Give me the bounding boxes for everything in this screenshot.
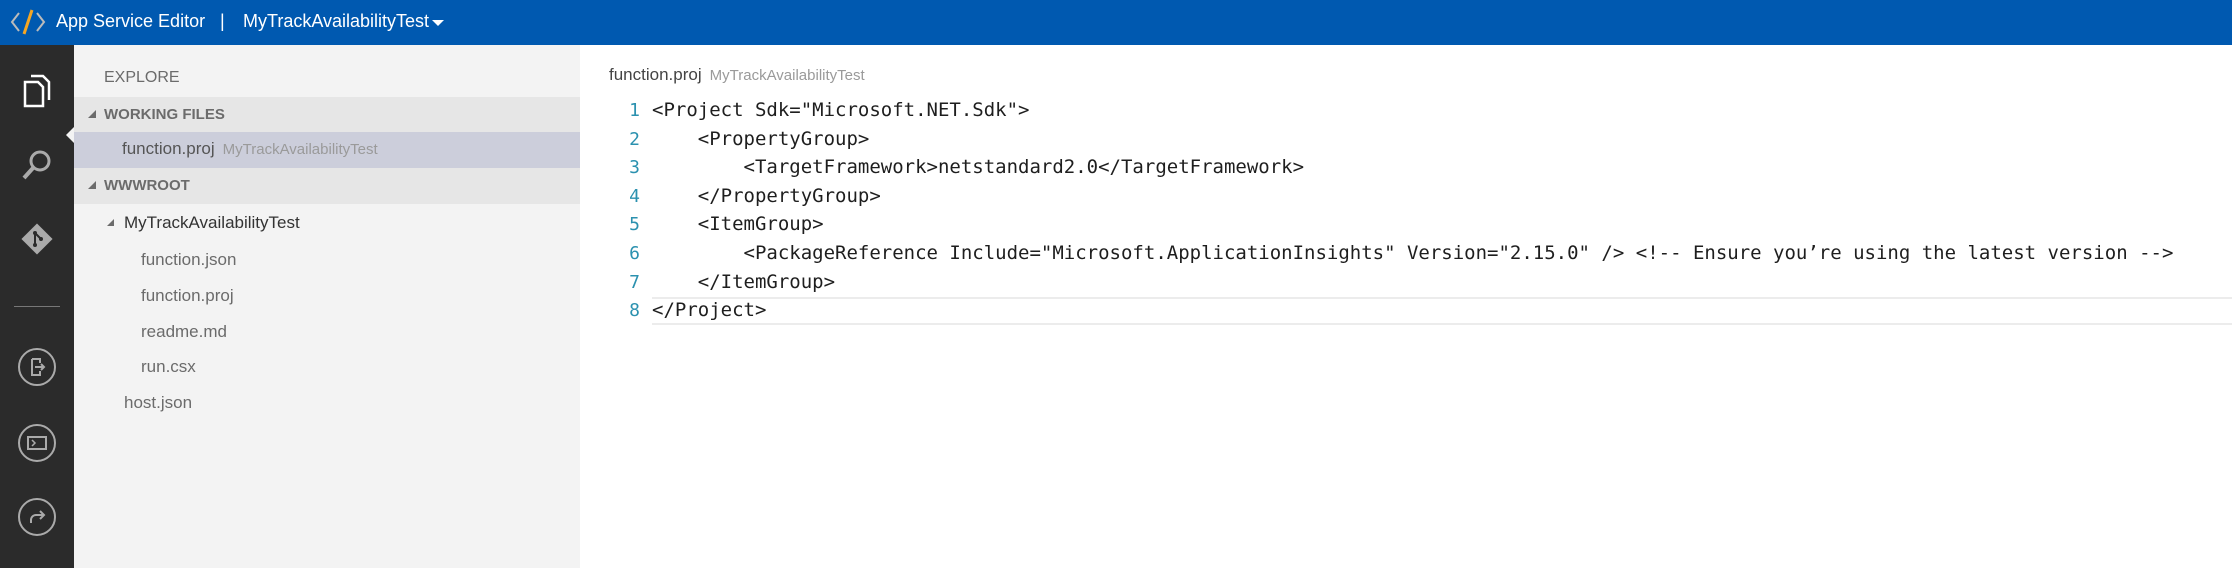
code-line[interactable]: </ItemGroup>: [652, 270, 836, 293]
file-folder: MyTrackAvailabilityTest: [222, 141, 378, 158]
title-bar: App Service Editor | MyTrackAvailability…: [0, 0, 2232, 45]
app-service-editor-logo-icon: [10, 9, 46, 35]
code-line[interactable]: <ItemGroup>: [652, 213, 824, 236]
file-item[interactable]: readme.md: [141, 322, 227, 341]
project-selector[interactable]: MyTrackAvailabilityTest: [243, 11, 430, 31]
current-line-highlight: [652, 297, 2232, 325]
working-files-header[interactable]: WORKING FILES: [74, 97, 580, 133]
folder-item[interactable]: MyTrackAvailabilityTest: [107, 208, 567, 238]
wwwroot-label: WWWROOT: [104, 177, 190, 194]
line-number: 5: [629, 214, 640, 236]
line-number: 7: [629, 271, 640, 293]
files-icon[interactable]: [17, 71, 57, 111]
collapse-arrow-icon: [88, 110, 96, 118]
line-number: 4: [629, 185, 640, 207]
line-number: 3: [629, 157, 640, 179]
editor-title: function.proj MyTrackAvailabilityTest: [609, 65, 865, 85]
collapse-arrow-icon: [88, 181, 96, 189]
line-number: 8: [629, 300, 640, 322]
file-item[interactable]: function.json: [141, 250, 237, 269]
wwwroot-header[interactable]: WWWROOT: [74, 168, 580, 204]
editor-folder-name: MyTrackAvailabilityTest: [709, 67, 865, 84]
app-title: App Service Editor: [56, 11, 206, 31]
code-line[interactable]: <PackageReference Include="Microsoft.App…: [652, 242, 2174, 264]
line-number: 2: [629, 128, 640, 150]
code-line[interactable]: <PropertyGroup>: [652, 127, 870, 150]
file-item[interactable]: run.csx: [141, 357, 196, 376]
share-icon[interactable]: [17, 497, 57, 537]
code-editor[interactable]: function.proj MyTrackAvailabilityTest 1 <P…: [580, 45, 2232, 568]
code-line[interactable]: <TargetFramework>netstandard2.0</TargetF…: [652, 156, 1305, 179]
active-indicator: [66, 127, 74, 143]
activity-divider: [14, 306, 60, 307]
folder-name: MyTrackAvailabilityTest: [124, 213, 300, 232]
activity-bar: [0, 45, 74, 568]
working-files-label: WORKING FILES: [104, 106, 225, 123]
file-item[interactable]: host.json: [124, 393, 193, 412]
editor-file-name: function.proj: [609, 65, 702, 84]
search-icon[interactable]: [17, 145, 57, 185]
code-line[interactable]: </PropertyGroup>: [652, 184, 881, 207]
chevron-down-icon[interactable]: [432, 20, 444, 26]
code-line[interactable]: </Project>: [652, 299, 767, 322]
line-number: 6: [629, 243, 640, 264]
file-name: function.proj: [122, 139, 215, 158]
line-number: 1: [629, 100, 640, 121]
working-file-item[interactable]: function.proj MyTrackAvailabilityTest: [74, 132, 580, 168]
collapse-arrow-icon: [107, 219, 114, 226]
code-line[interactable]: <Project Sdk="Microsoft.NET.Sdk">: [652, 99, 1030, 121]
open-site-icon[interactable]: [17, 347, 57, 387]
console-icon[interactable]: [17, 423, 57, 463]
explorer-title: EXPLORE: [104, 69, 180, 86]
git-icon[interactable]: [17, 219, 57, 259]
title-separator: |: [220, 11, 225, 31]
file-item[interactable]: function.proj: [141, 286, 234, 305]
